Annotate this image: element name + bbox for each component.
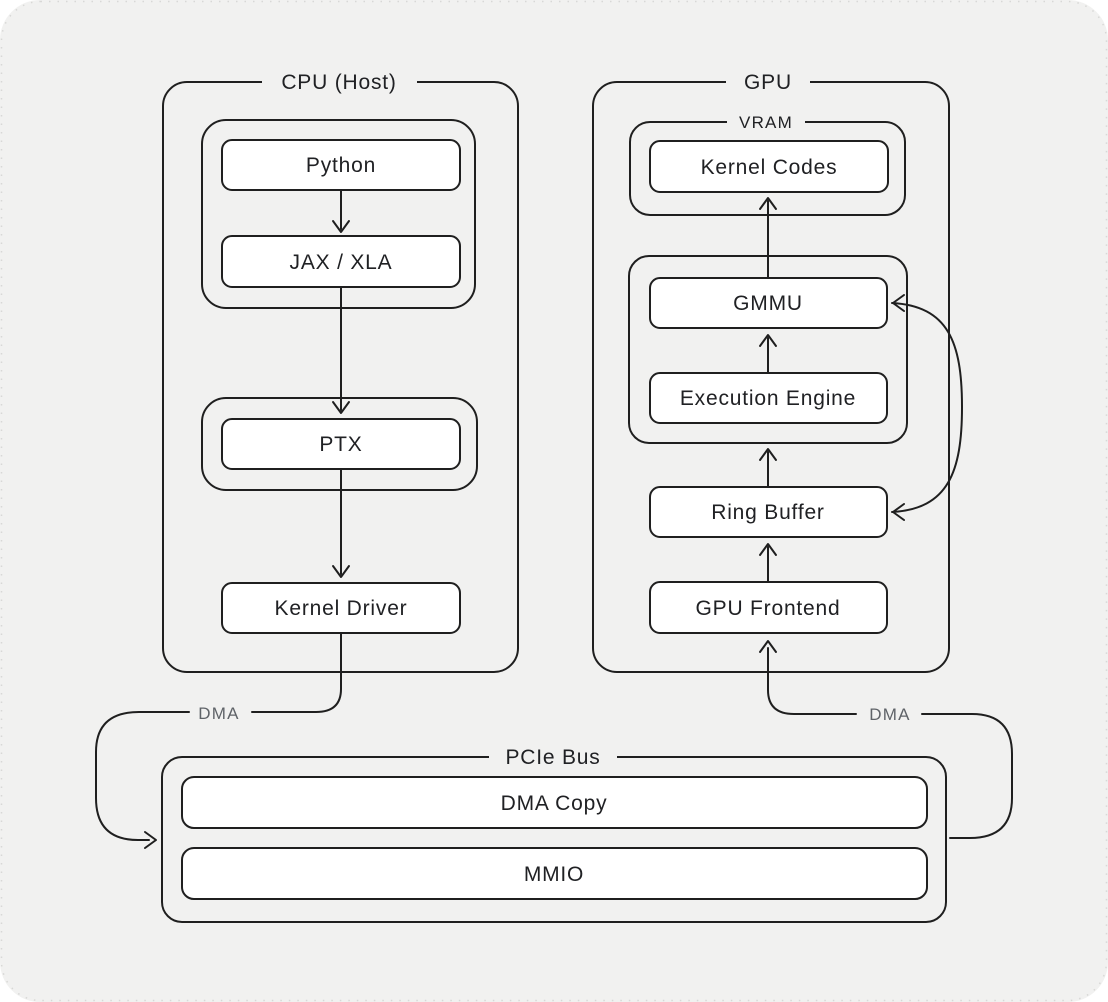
pcie-bus-group: PCIe Bus DMA Copy MMIO — [161, 746, 947, 923]
pcie-bus-title: PCIe Bus — [505, 746, 600, 769]
mmio-label: MMIO — [524, 863, 584, 886]
vram-title: VRAM — [739, 113, 793, 132]
arrowhead-ptx-to-kernel-driver — [332, 565, 350, 578]
arrowhead-jax-to-ptx — [332, 401, 350, 414]
arrowhead-python-to-jax — [332, 220, 350, 233]
gmmu-label: GMMU — [733, 292, 803, 315]
arrowhead-gpu-frontend-to-ring-buffer — [759, 543, 777, 556]
dma-left-label: DMA — [198, 704, 239, 723]
execution-engine-label: Execution Engine — [680, 387, 856, 410]
kernel-codes-node — [649, 140, 889, 193]
arrowhead-execution-engine-to-gmmu — [759, 334, 777, 347]
pcie-title-border-gap — [489, 749, 617, 765]
ring-buffer-label: Ring Buffer — [711, 501, 824, 524]
ptx-label: PTX — [319, 433, 362, 456]
ptx-container — [201, 397, 478, 491]
arrowhead-dma-into-pcie — [144, 831, 157, 849]
gpu-frontend-label: GPU Frontend — [696, 597, 841, 620]
arrowhead-curve-into-ring-buffer — [892, 503, 905, 521]
arrowhead-curve-into-gmmu — [892, 294, 905, 312]
cpu-title-border-gap — [262, 74, 417, 90]
edge-dma-label-to-pcie — [95, 711, 190, 841]
gpu-frontend-node — [649, 581, 888, 634]
kernel-driver-label: Kernel Driver — [275, 597, 408, 620]
mmio-node — [181, 847, 928, 900]
gpu-group: GPU VRAM Kernel Codes GMMU Execution Eng… — [592, 71, 963, 673]
dma-right-connector: DMA — [759, 640, 1013, 839]
dma-right-label: DMA — [869, 705, 910, 724]
dma-left-connector: DMA — [95, 632, 342, 849]
gmmu-block-container — [628, 255, 908, 444]
gpu-title: GPU — [744, 71, 792, 94]
dma-copy-label: DMA Copy — [501, 792, 608, 815]
python-label: Python — [306, 154, 376, 177]
kernel-codes-label: Kernel Codes — [701, 156, 838, 179]
jax-xla-label: JAX / XLA — [290, 251, 393, 274]
edge-kernel-driver-to-dma-label — [251, 632, 342, 713]
arrowhead-gmmu-block-to-kernel-codes — [759, 197, 777, 210]
ring-buffer-node — [649, 486, 888, 538]
vram-title-border-gap — [727, 114, 805, 130]
edge-gmmu-ring-buffer-curve — [891, 302, 963, 513]
cpu-host-group: CPU (Host) Python JAX / XLA PTX Kernel D… — [162, 71, 519, 673]
gpu-title-border-gap — [726, 74, 810, 90]
gmmu-node — [649, 277, 888, 329]
edge-dma-label-to-gpu-frontend — [767, 647, 857, 715]
arrowhead-dma-into-gpu-frontend — [759, 640, 777, 653]
arrowhead-ring-buffer-to-gmmu-block — [759, 448, 777, 461]
execution-engine-node — [649, 372, 888, 424]
dma-copy-node — [181, 776, 928, 829]
frontend-compiler-container — [201, 119, 476, 309]
cpu-host-title: CPU (Host) — [281, 71, 396, 94]
edge-pcie-to-dma-label — [921, 713, 1013, 839]
